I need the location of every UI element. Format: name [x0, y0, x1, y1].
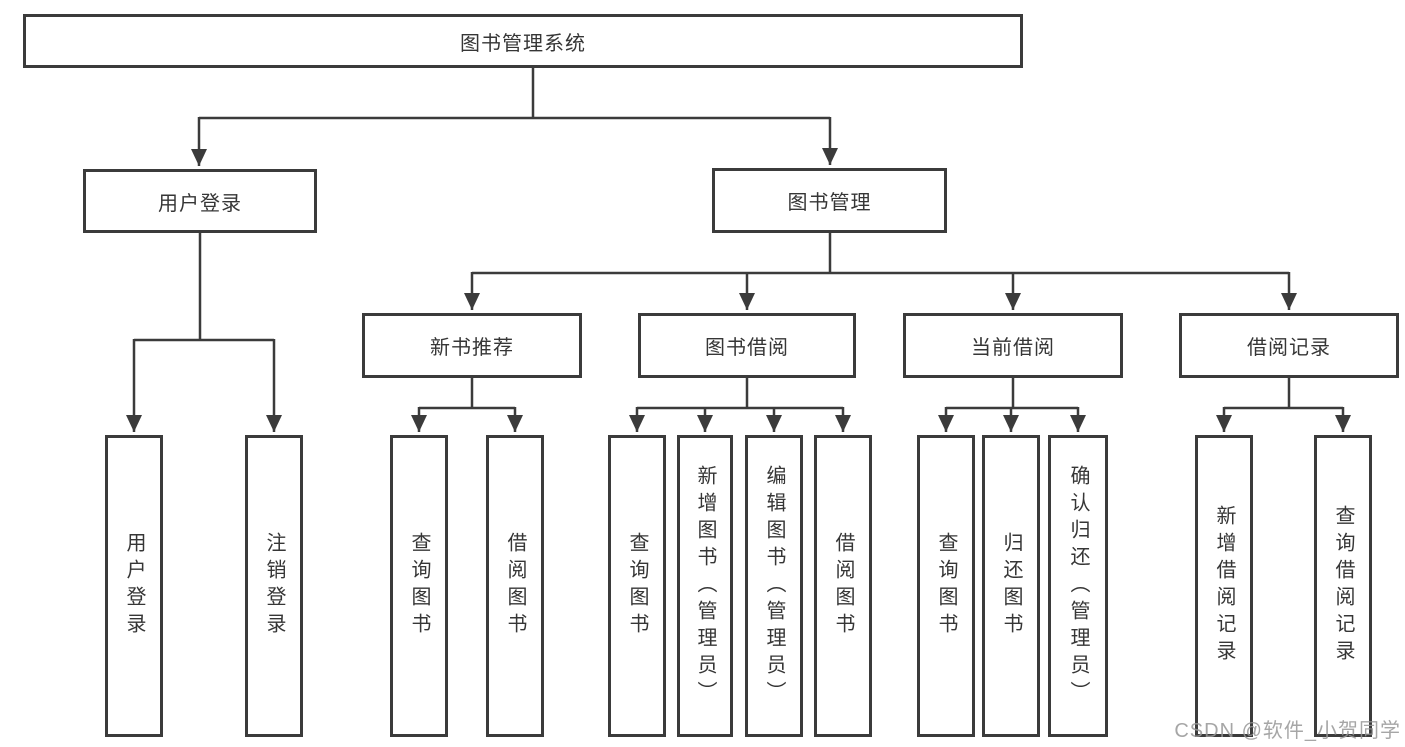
leaf-logout-login-label: 注销登录	[263, 532, 285, 640]
leaf-user-login: 用户登录	[105, 435, 163, 737]
leaf-logout-login: 注销登录	[245, 435, 303, 737]
node-root-system: 图书管理系统	[23, 14, 1023, 68]
leaf-borrow-books-recommend-label: 借阅图书	[504, 532, 526, 640]
leaf-edit-book-admin: 编辑图书（管理员）	[745, 435, 803, 737]
node-book-management: 图书管理	[712, 168, 947, 233]
leaf-add-book-admin: 新增图书（管理员）	[677, 435, 733, 737]
leaf-add-borrow-record-label: 新增借阅记录	[1213, 505, 1235, 667]
leaf-query-books-recommend-label: 查询图书	[408, 532, 430, 640]
node-book-borrow: 图书借阅	[638, 313, 856, 378]
leaf-query-borrow-record: 查询借阅记录	[1314, 435, 1372, 737]
leaf-query-books-recommend: 查询图书	[390, 435, 448, 737]
leaf-confirm-return-admin-label: 确认归还（管理员）	[1067, 464, 1089, 708]
leaf-borrow-books-recommend: 借阅图书	[486, 435, 544, 737]
leaf-return-book: 归还图书	[982, 435, 1040, 737]
watermark: CSDN @软件_小贺同学	[1174, 720, 1401, 742]
leaf-query-borrow-record-label: 查询借阅记录	[1332, 505, 1354, 667]
leaf-user-login-label: 用户登录	[123, 532, 145, 640]
node-borrow-records: 借阅记录	[1179, 313, 1399, 378]
leaf-borrow-books-label: 借阅图书	[832, 532, 854, 640]
leaf-confirm-return-admin: 确认归还（管理员）	[1048, 435, 1108, 737]
leaf-add-book-admin-label: 新增图书（管理员）	[694, 464, 716, 708]
leaf-return-book-label: 归还图书	[1000, 532, 1022, 640]
leaf-query-books-borrow-label: 查询图书	[626, 532, 648, 640]
leaf-query-books-current-label: 查询图书	[935, 532, 957, 640]
leaf-query-books-borrow: 查询图书	[608, 435, 666, 737]
node-current-borrow: 当前借阅	[903, 313, 1123, 378]
leaf-query-books-current: 查询图书	[917, 435, 975, 737]
node-new-book-recommend: 新书推荐	[362, 313, 582, 378]
leaf-add-borrow-record: 新增借阅记录	[1195, 435, 1253, 737]
leaf-edit-book-admin-label: 编辑图书（管理员）	[763, 464, 785, 708]
node-user-login: 用户登录	[83, 169, 317, 233]
leaf-borrow-books: 借阅图书	[814, 435, 872, 737]
